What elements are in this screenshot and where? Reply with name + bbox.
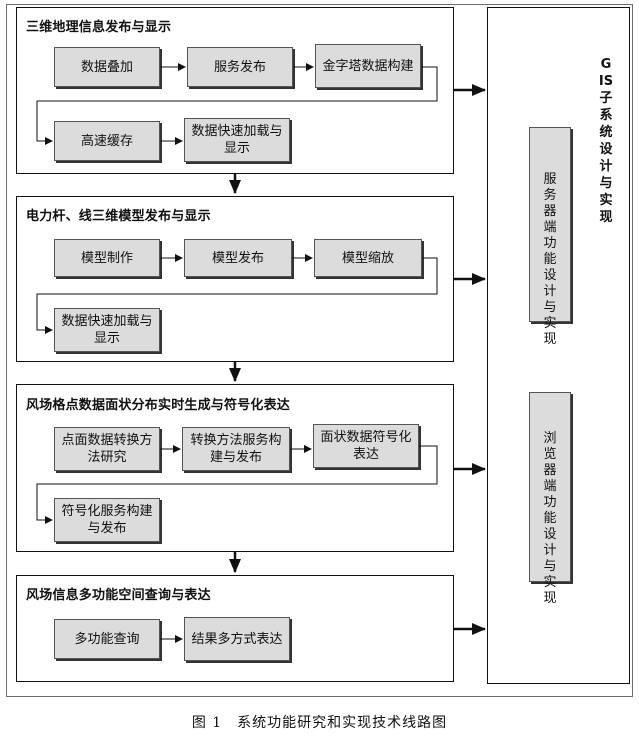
step-box: 高速缓存: [54, 121, 160, 161]
step-box: 数据叠加: [54, 47, 160, 87]
step-box: 多功能查询: [54, 619, 160, 659]
step-box: 数据快速加载与显示: [54, 308, 160, 352]
step-box: 结果多方式表达: [184, 617, 290, 661]
group-title: 风场格点数据面状分布实时生成与符号化表达: [26, 398, 291, 413]
step-box: 符号化服务构建与发布: [54, 498, 160, 542]
step-box: 模型制作: [54, 239, 160, 277]
group-title: 电力杆、线三维模型发布与显示: [26, 209, 211, 224]
step-box: 转换方法服务构建与发布: [182, 427, 290, 471]
step-box: 模型缩放: [314, 239, 422, 277]
group-title: 三维地理信息发布与显示: [26, 20, 172, 35]
server-side-box: 服务器端功能设计与实现: [529, 127, 571, 347]
gis-subsystem-title: GIS子系统设计与实现: [598, 57, 614, 225]
figure-frame: [6, 4, 633, 697]
browser-side-box: 浏览器端功能设计与实现: [529, 392, 571, 606]
step-box: 数据快速加载与显示: [184, 118, 290, 162]
group-title: 风场信息多功能空间查询与表达: [26, 588, 211, 603]
figure-caption: 图 1 系统功能研究和实现技术线路图: [191, 715, 448, 731]
step-box: 服务发布: [187, 47, 293, 87]
step-box: 点面数据转换方法研究: [54, 427, 160, 471]
step-box: 模型发布: [184, 239, 292, 277]
step-box: 金字塔数据构建: [315, 44, 421, 88]
step-box: 面状数据符号化表达: [313, 424, 419, 468]
